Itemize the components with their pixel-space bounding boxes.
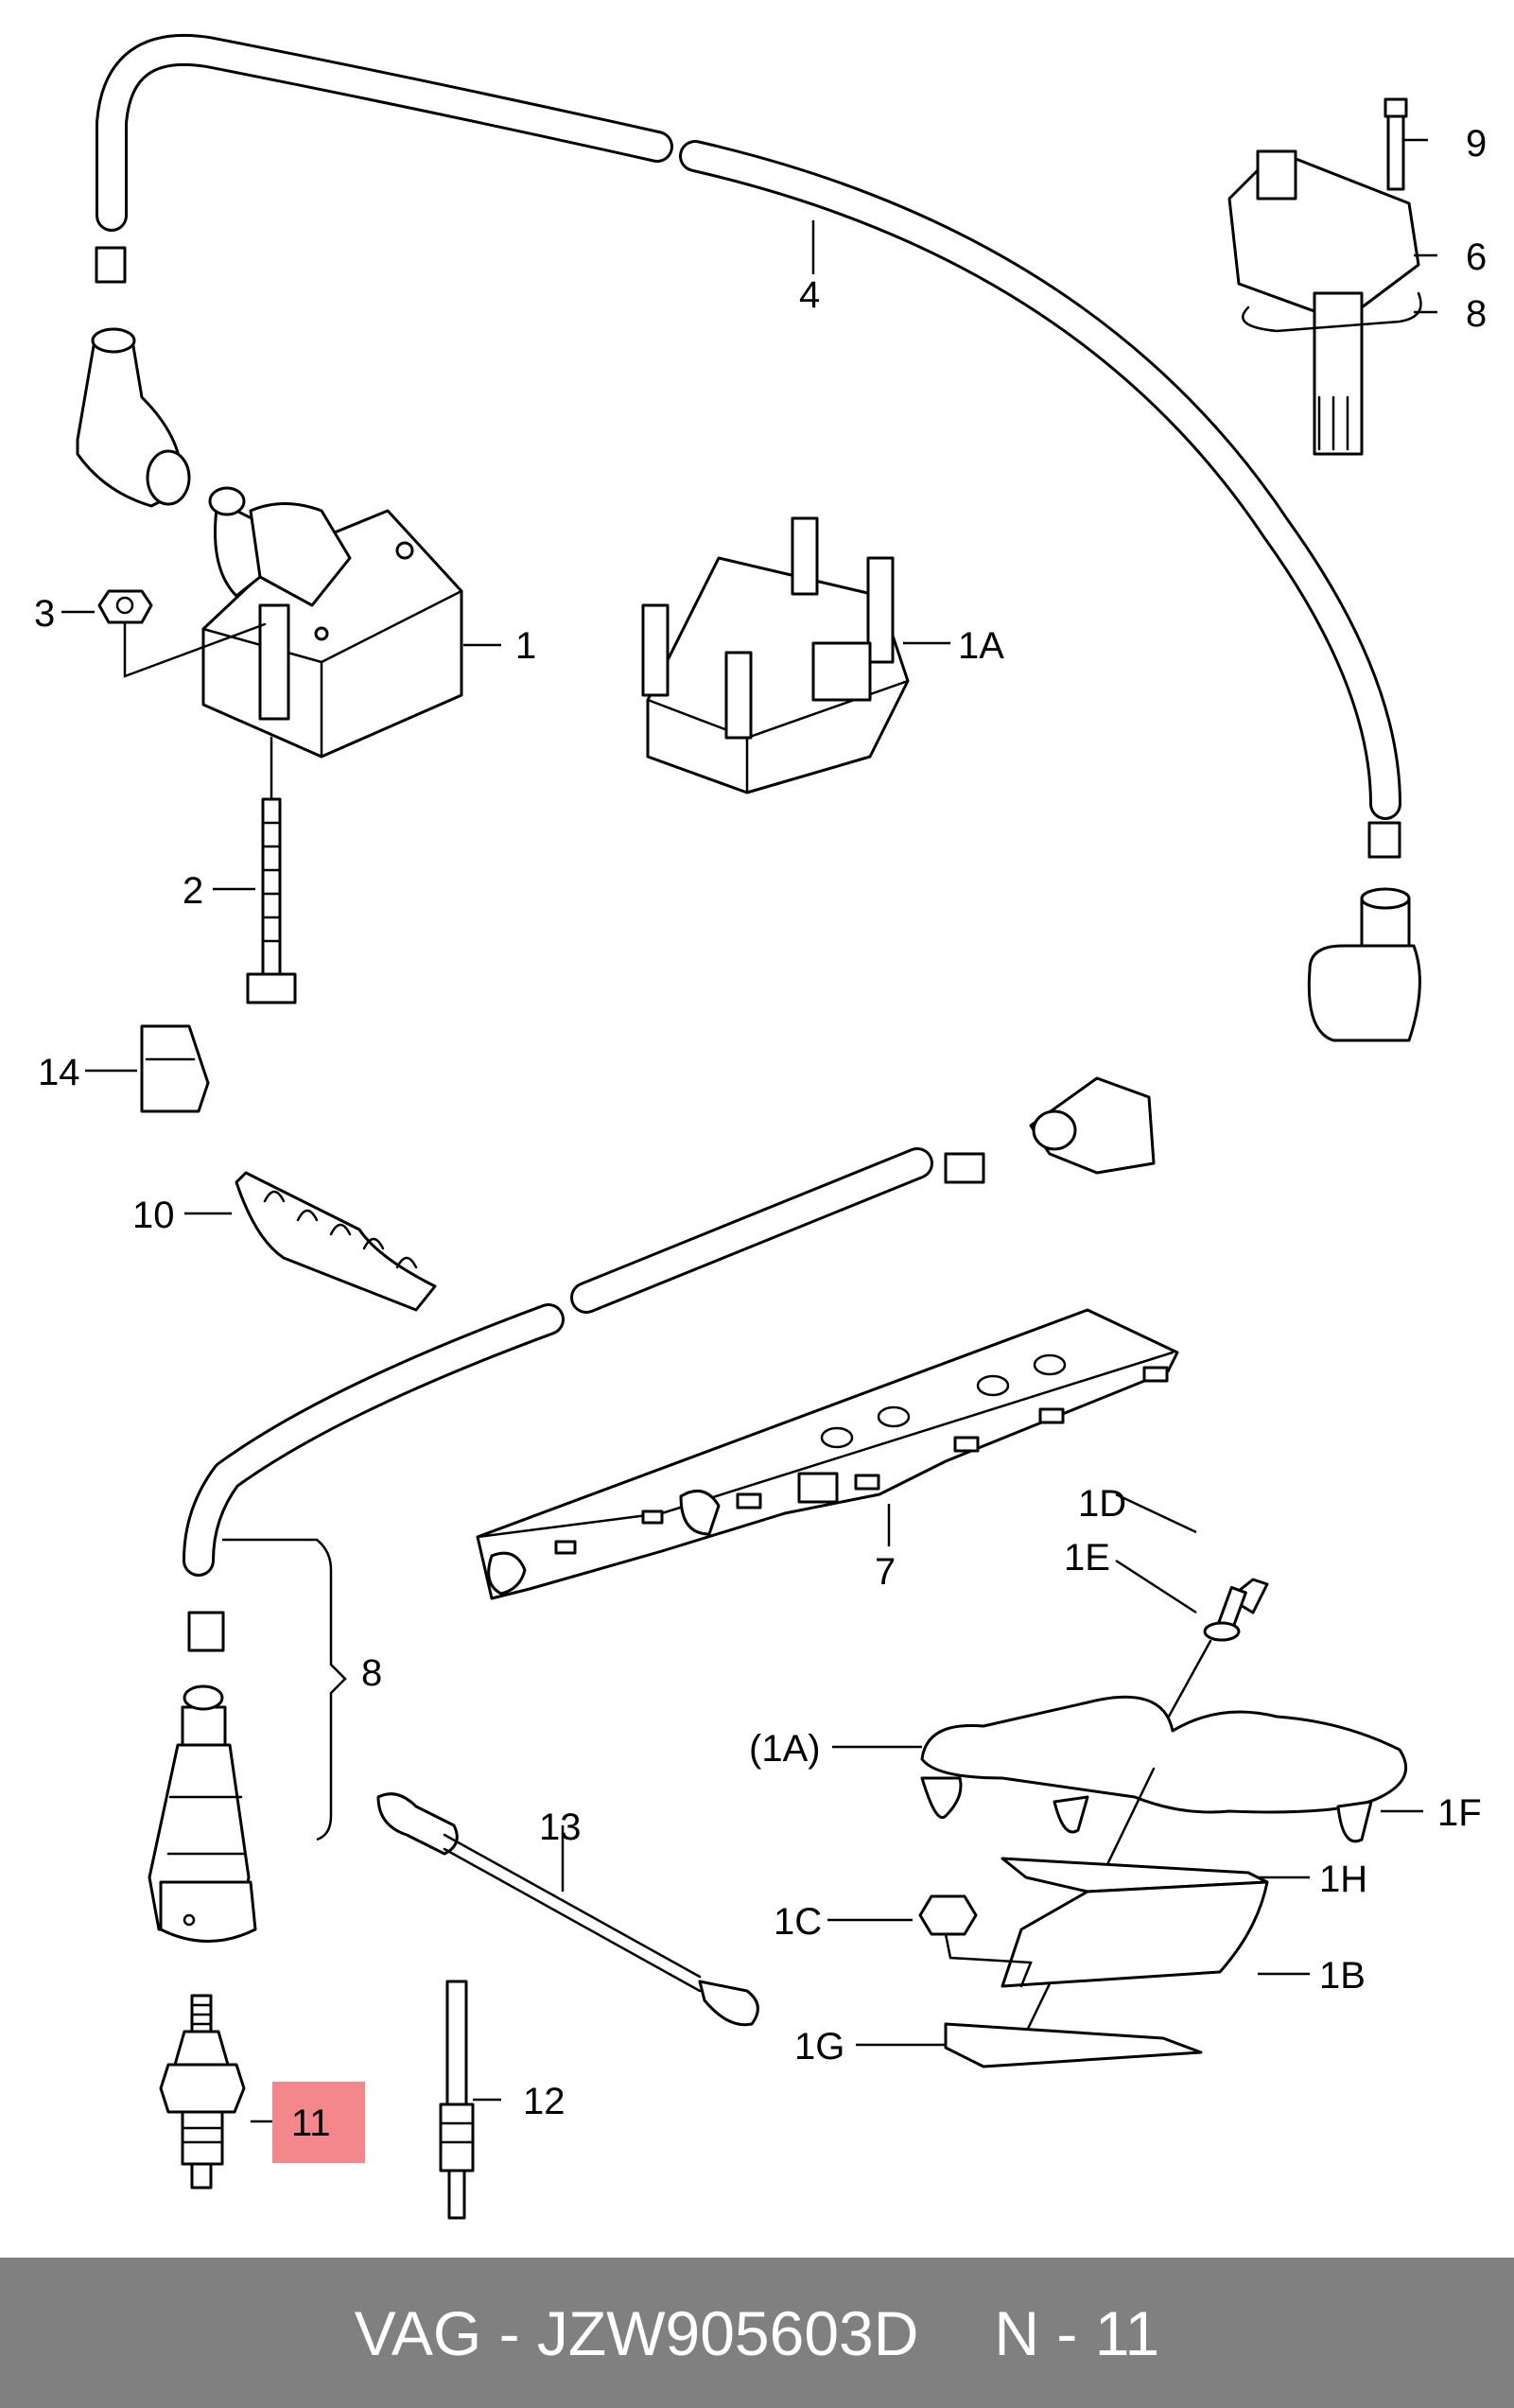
coil-bolt xyxy=(246,736,297,1004)
callout-1b: 1B xyxy=(1319,1955,1366,1997)
parts-diagram: 1 1A 2 3 4 9 6 8 14 10 7 8 1D 1E (1A) 1F… xyxy=(34,33,1487,2220)
earth-strap-13 xyxy=(376,1792,759,2027)
callout-3: 3 xyxy=(34,593,55,635)
callout-7: 7 xyxy=(875,1551,896,1593)
hose-clip-14 xyxy=(140,1024,210,1113)
plug-connector-8 xyxy=(148,1538,347,1943)
position-label: N - 11 xyxy=(994,2297,1160,2368)
coil-nut xyxy=(97,589,267,678)
lead-holder-10 xyxy=(235,1171,437,1312)
spark-plug-11 xyxy=(159,1994,272,2190)
callout-2: 2 xyxy=(183,870,203,912)
callout-1g: 1G xyxy=(794,2026,844,2068)
callout-11: 11 xyxy=(291,2103,331,2144)
callout-10: 10 xyxy=(132,1195,175,1236)
callout-6: 6 xyxy=(1466,236,1487,278)
distributor-assembly-lower xyxy=(918,1492,1408,2068)
part-number-label: VAG - JZW905603D xyxy=(354,2297,919,2368)
highlight-box xyxy=(272,2082,365,2163)
leader-lines xyxy=(61,138,1437,2047)
callout-1f: 1F xyxy=(1437,1792,1482,1834)
callout-9: 9 xyxy=(1466,123,1487,165)
callout-labels: 1 1A 2 3 4 9 6 8 14 10 7 8 1D 1E (1A) 1F… xyxy=(34,123,1487,2144)
callout-1h: 1H xyxy=(1319,1858,1367,1900)
callout-1a-paren: (1A) xyxy=(749,1728,821,1770)
callout-1e: 1E xyxy=(1064,1537,1110,1579)
coil-pack xyxy=(1227,97,1422,456)
callout-8-top: 8 xyxy=(1466,293,1487,335)
callout-1a: 1A xyxy=(958,625,1004,667)
glow-plug-12 xyxy=(439,1980,501,2220)
callout-1d: 1D xyxy=(1078,1483,1126,1525)
callout-12: 12 xyxy=(523,2081,566,2122)
callout-1c: 1C xyxy=(774,1901,822,1943)
callout-13: 13 xyxy=(539,1806,582,1848)
ignition-lead-middle xyxy=(183,1076,1156,1577)
ignition-lead-top xyxy=(76,33,1421,1042)
part-number-footer: VAG - JZW905603D N - 11 xyxy=(0,2258,1514,2408)
callout-4: 4 xyxy=(799,274,820,316)
distributor-cap-1a xyxy=(641,516,910,794)
callout-1: 1 xyxy=(515,625,536,667)
callout-14: 14 xyxy=(38,1052,80,1093)
callout-8: 8 xyxy=(361,1652,382,1694)
ignition-coil xyxy=(201,486,463,759)
cover-strip-7 xyxy=(476,1308,1179,1600)
